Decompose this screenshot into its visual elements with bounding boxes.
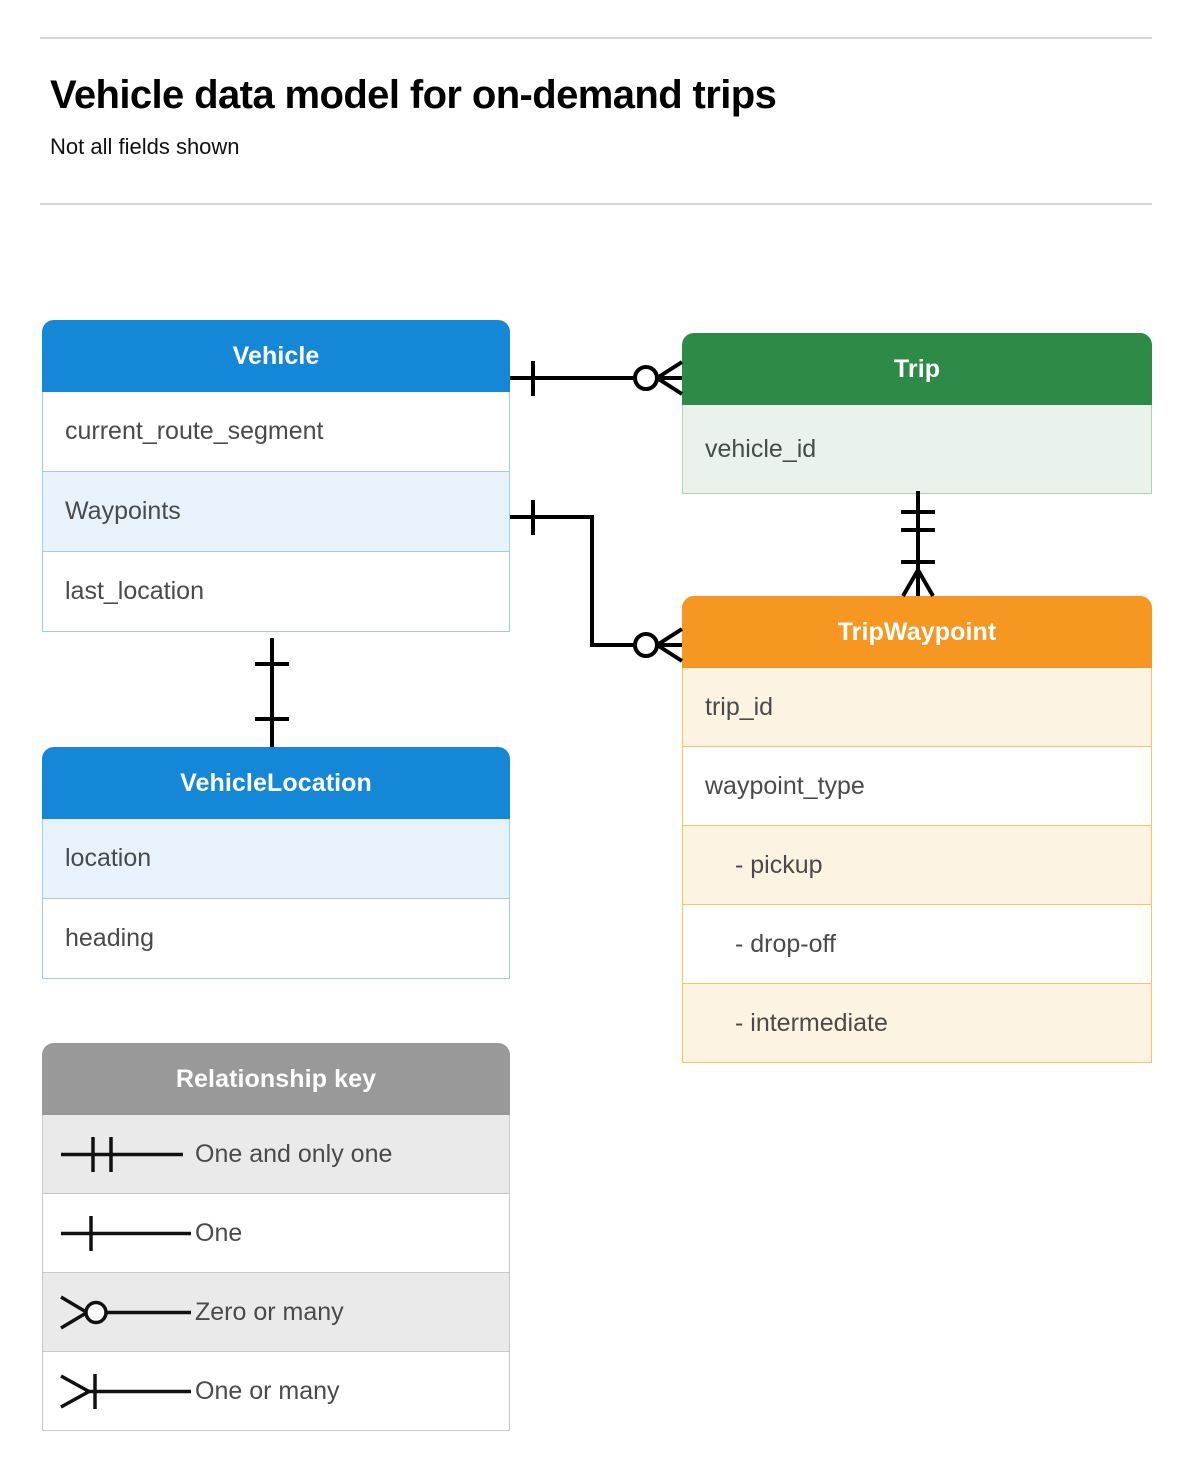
entity-vehicle-field-last-location[interactable]: last_location xyxy=(42,552,510,632)
one-or-many-icon xyxy=(43,1352,195,1430)
entity-trip-waypoint-enum-pickup[interactable]: - pickup xyxy=(682,826,1152,905)
zero-or-many-icon xyxy=(43,1273,195,1351)
entity-vehicle-location[interactable]: VehicleLocation location heading xyxy=(42,747,510,979)
entity-trip-waypoint-field-trip-id[interactable]: trip_id xyxy=(682,668,1152,747)
legend-label-zero-or-many: Zero or many xyxy=(195,1297,344,1326)
entity-trip-field-vehicle-id[interactable]: vehicle_id xyxy=(682,405,1152,494)
one-and-only-one-icon xyxy=(43,1115,195,1193)
connector-vehicle-to-trip xyxy=(510,360,684,396)
entity-vehicle[interactable]: Vehicle current_route_segment Waypoints … xyxy=(42,320,510,632)
entity-vehicle-title: Vehicle xyxy=(42,320,510,392)
entity-trip-title: Trip xyxy=(682,333,1152,405)
entity-vehicle-location-title: VehicleLocation xyxy=(42,747,510,819)
entity-trip[interactable]: Trip vehicle_id xyxy=(682,333,1152,494)
legend-label-one-or-many: One or many xyxy=(195,1376,340,1405)
entity-vehicle-location-field-heading[interactable]: heading xyxy=(42,899,510,979)
relationship-key-legend: Relationship key One and only one One xyxy=(42,1043,510,1431)
legend-label-one-and-only-one: One and only one xyxy=(195,1139,393,1168)
one-icon xyxy=(43,1194,195,1272)
legend-row-zero-or-many: Zero or many xyxy=(42,1273,510,1352)
entity-trip-waypoint[interactable]: TripWaypoint trip_id waypoint_type - pic… xyxy=(682,596,1152,1063)
entity-vehicle-location-field-location[interactable]: location xyxy=(42,819,510,899)
legend-row-one-and-only-one: One and only one xyxy=(42,1115,510,1194)
legend-row-one-or-many: One or many xyxy=(42,1352,510,1431)
header-divider-bottom xyxy=(40,203,1152,205)
entity-vehicle-field-waypoints[interactable]: Waypoints xyxy=(42,472,510,552)
connector-vehicle-to-vehiclelocation xyxy=(255,638,289,747)
legend-row-one: One xyxy=(42,1194,510,1273)
header-divider-top xyxy=(40,37,1152,39)
entity-trip-waypoint-enum-intermediate[interactable]: - intermediate xyxy=(682,984,1152,1063)
page-title: Vehicle data model for on-demand trips xyxy=(50,73,777,117)
relationship-key-title: Relationship key xyxy=(42,1043,510,1115)
entity-vehicle-field-current-route-segment[interactable]: current_route_segment xyxy=(42,392,510,472)
entity-trip-waypoint-title: TripWaypoint xyxy=(682,596,1152,668)
connector-waypoints-to-tripwaypoint xyxy=(510,500,684,663)
page-subtitle: Not all fields shown xyxy=(50,134,240,159)
connector-trip-to-tripwaypoint xyxy=(901,491,935,597)
legend-label-one: One xyxy=(195,1218,243,1247)
entity-trip-waypoint-field-waypoint-type[interactable]: waypoint_type xyxy=(682,747,1152,826)
entity-trip-waypoint-enum-drop-off[interactable]: - drop-off xyxy=(682,905,1152,984)
